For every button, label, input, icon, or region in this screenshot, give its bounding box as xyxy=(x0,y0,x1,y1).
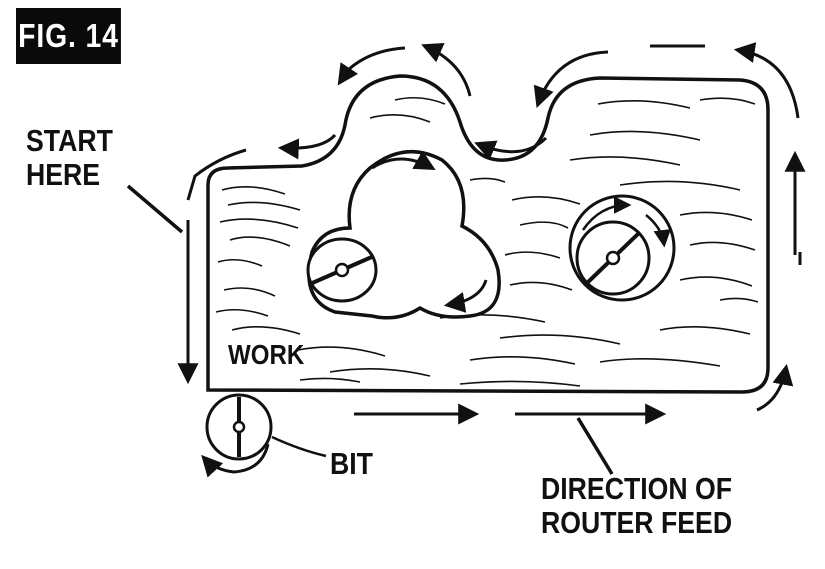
start-here-label: START HERE xyxy=(26,124,113,192)
start-label-line1: START xyxy=(26,123,113,158)
leader-lines xyxy=(126,184,614,475)
figure-label: FIG. 14 xyxy=(16,8,121,64)
start-label-line2: HERE xyxy=(26,157,101,192)
bit-label: BIT xyxy=(330,446,373,481)
work-label: WORK xyxy=(228,339,305,370)
feed-path-arrows xyxy=(177,42,806,425)
workpiece-outline xyxy=(206,74,770,394)
direction-label-line1: DIRECTION OF xyxy=(541,471,733,506)
direction-label-line2: ROUTER FEED xyxy=(541,505,733,540)
direction-label: DIRECTION OF ROUTER FEED xyxy=(541,472,732,540)
router-bit xyxy=(201,393,273,478)
right-pin xyxy=(568,194,676,302)
left-pin xyxy=(306,237,378,303)
cutout-arrows xyxy=(371,150,488,313)
